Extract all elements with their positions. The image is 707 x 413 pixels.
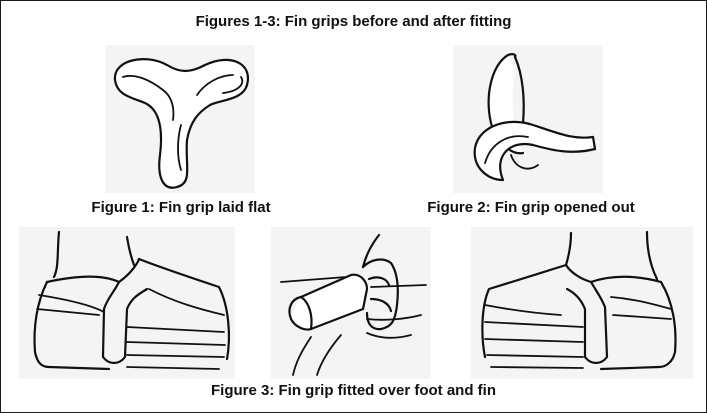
figure-2-image [453, 45, 603, 193]
fin-grip-fitted-side-drawing [280, 233, 427, 376]
figure-3-caption: Figure 3: Fin grip fitted over foot and … [211, 382, 496, 399]
figure-3a-image [19, 227, 235, 379]
fin-grip-fitted-front-drawing [33, 230, 231, 371]
figure-2-caption: Figure 2: Fin grip opened out [427, 199, 635, 216]
figure-3c-image [471, 227, 693, 379]
fin-grip-flat-drawing [113, 58, 250, 189]
figure-title: Figures 1-3: Fin grips before and after … [195, 13, 512, 30]
figure-3b-image [271, 227, 431, 379]
fin-grip-opened-drawing [473, 53, 597, 182]
figure-1-image [105, 45, 255, 193]
fin-grip-fitted-rear-drawing [481, 230, 677, 371]
figure-1-caption: Figure 1: Fin grip laid flat [91, 199, 271, 216]
